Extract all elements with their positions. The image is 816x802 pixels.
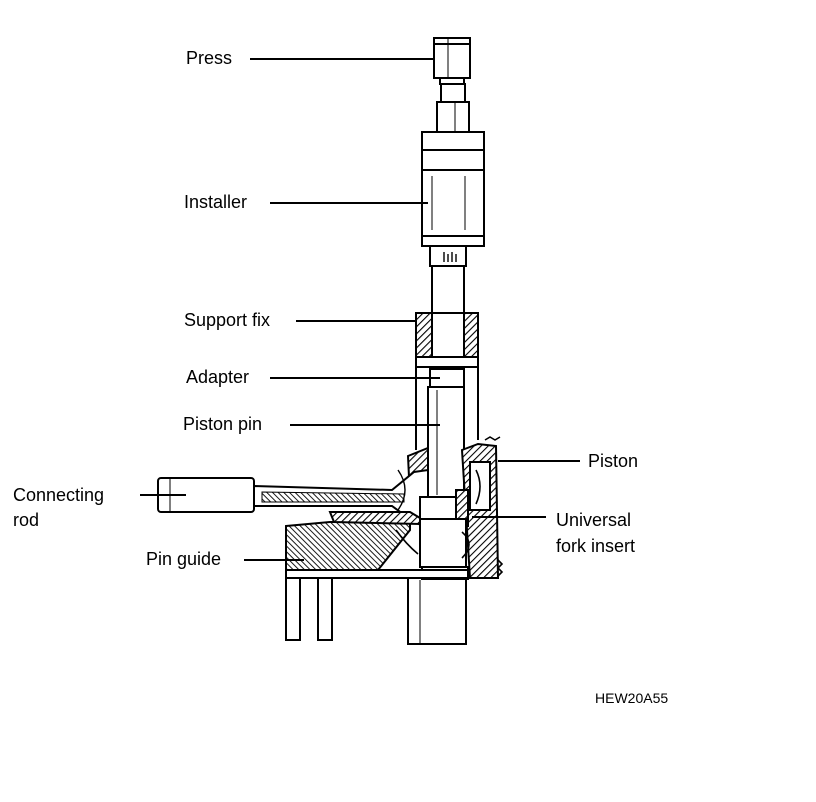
support-legs <box>285 578 467 645</box>
label-press: Press <box>186 48 233 68</box>
label-piston: Piston <box>588 451 639 471</box>
press-head <box>433 37 471 133</box>
label-adapter: Adapter <box>186 367 250 387</box>
label-installer: Installer <box>184 192 248 212</box>
universal-fork-insert <box>419 489 470 580</box>
adapter <box>415 367 479 450</box>
label-connecting-rod-line2: rod <box>13 510 40 530</box>
piston-pin <box>427 386 465 498</box>
label-support-fix: Support fix <box>184 310 271 330</box>
label-piston-pin: Piston pin <box>183 414 263 434</box>
support-fix <box>415 312 479 370</box>
label-pin-guide: Pin guide <box>146 549 222 569</box>
label-universal-line2: fork insert <box>556 536 636 556</box>
installer <box>421 131 485 315</box>
pin-guide <box>285 511 469 579</box>
label-universal-line1: Universal <box>556 510 632 530</box>
label-connecting-rod-line1: Connecting <box>13 485 105 505</box>
figure-code: HEW20A55 <box>595 690 669 706</box>
leader-lines <box>140 58 580 561</box>
